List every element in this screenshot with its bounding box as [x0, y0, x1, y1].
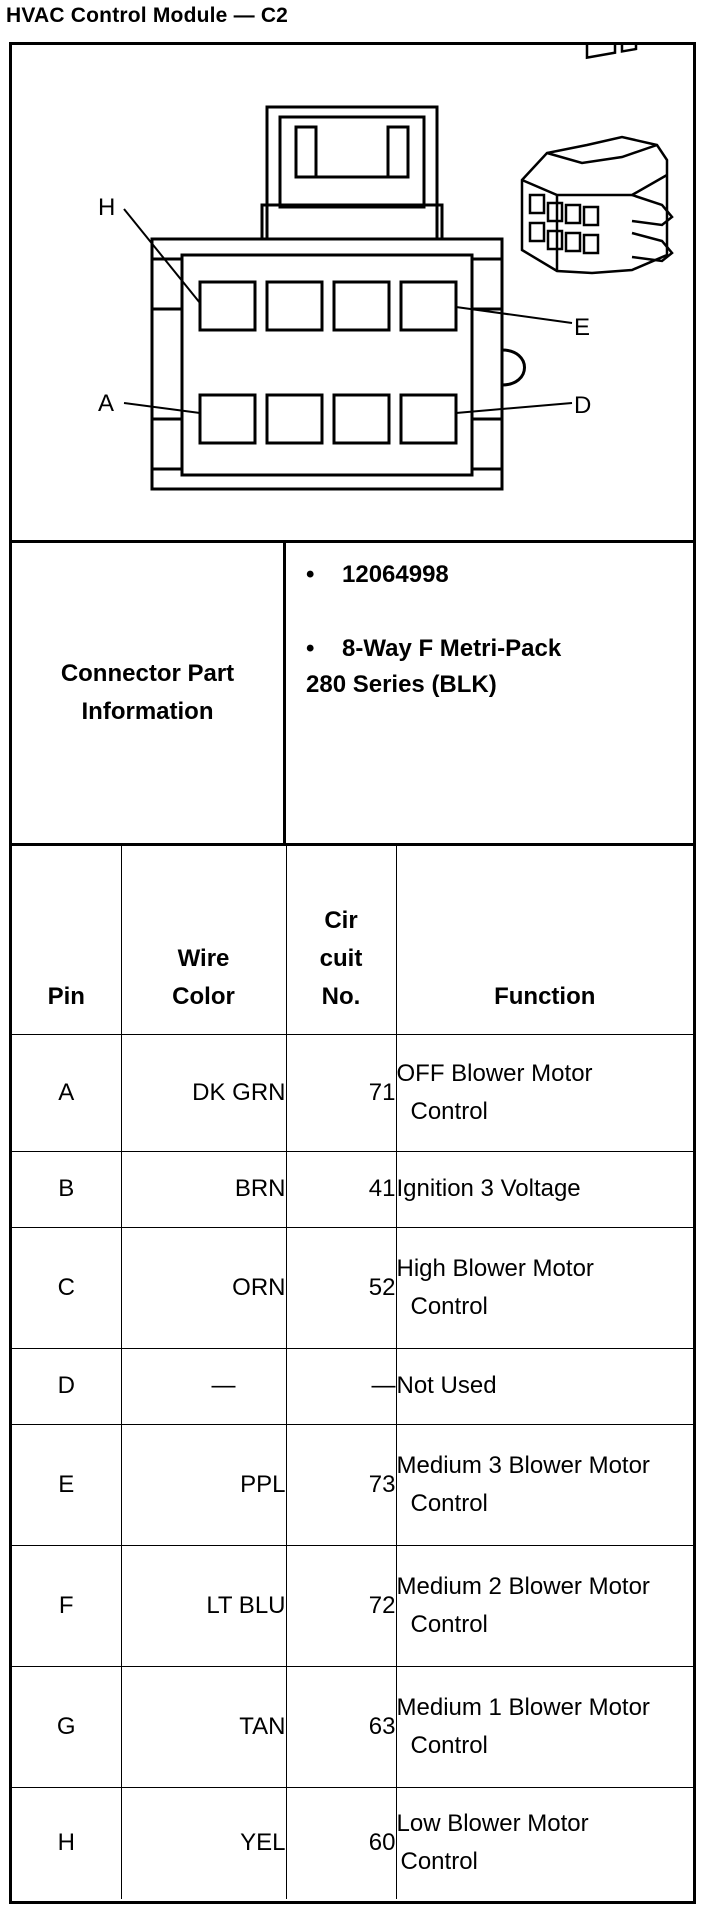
- pin-cell: G: [12, 1665, 122, 1788]
- wire-color-cell: ORN: [120, 1226, 287, 1349]
- pin-cell: D: [12, 1347, 122, 1425]
- pin-cell: E: [12, 1423, 122, 1546]
- function-cell: Ignition 3 Voltage: [395, 1150, 693, 1228]
- function-line2: Control: [410, 1489, 488, 1517]
- connector-face-diagram: H E A D: [98, 45, 674, 491]
- key-notch: [501, 348, 526, 387]
- pin-label-e: E: [574, 314, 590, 341]
- connector-part-information: Connector Part Information • 12064998 • 8-…: [12, 543, 693, 846]
- function-line1: Medium 3 Blower Motor: [396, 1451, 650, 1479]
- wire-color-cell: —: [120, 1347, 287, 1425]
- description-line2: 280 Series (BLK): [306, 671, 497, 698]
- circuit-cell: 63: [285, 1665, 397, 1788]
- pin-cell: F: [12, 1544, 122, 1667]
- header-circuit-line2: cuit: [319, 944, 363, 972]
- pin-table-header: Pin Wire Color Cir cuit No. Function: [12, 846, 693, 1035]
- circuit-cell: 41: [285, 1150, 397, 1228]
- latch-outer: [265, 105, 439, 241]
- wire-color-cell: DK GRN: [120, 1033, 287, 1152]
- pin-cell: C: [12, 1226, 122, 1349]
- function-line1: Ignition 3 Voltage: [396, 1175, 581, 1202]
- header-pin: Pin: [12, 846, 122, 1035]
- wire-color-cell: LT BLU: [120, 1544, 287, 1667]
- header-wire-color-line2: Color: [172, 982, 235, 1010]
- terminal-g: [265, 280, 324, 332]
- connector-info-label-line2: Information: [81, 698, 214, 725]
- circuit-cell: —: [285, 1347, 397, 1425]
- terminal-f: [332, 280, 391, 332]
- header-wire-color: Wire Color: [120, 846, 287, 1035]
- part-number: 12064998: [342, 561, 449, 588]
- connector-body: [150, 237, 504, 491]
- connector-info-label: Connector Part Information: [12, 543, 286, 843]
- circuit-cell: 72: [285, 1544, 397, 1667]
- table-row: B BRN 41 Ignition 3 Voltage: [12, 1150, 693, 1228]
- bullet: •: [306, 561, 315, 588]
- connector-info-values: • 12064998 • 8-Way F Metri-Pack 280 Series…: [286, 543, 693, 843]
- terminal-e: [399, 280, 458, 332]
- connector-cavity-frame: [180, 253, 474, 477]
- pin-label-a: A: [98, 390, 114, 417]
- terminal-c: [332, 393, 391, 445]
- circuit-cell: 71: [285, 1033, 397, 1152]
- latch-inner: [278, 115, 426, 209]
- wire-color-cell: TAN: [120, 1665, 287, 1788]
- table-row: D — — Not Used: [12, 1347, 693, 1425]
- wire-color-cell: PPL: [120, 1423, 287, 1546]
- part-number-row: • 12064998: [306, 561, 449, 589]
- pin-label-d: D: [574, 392, 591, 419]
- header-function: Function: [395, 846, 693, 1035]
- function-line1: Medium 2 Blower Motor: [396, 1572, 650, 1600]
- function-line1: OFF Blower Motor: [396, 1059, 593, 1087]
- function-line2: Control: [410, 1731, 488, 1759]
- terminal-b: [265, 393, 324, 445]
- wire-color-cell: BRN: [120, 1150, 287, 1228]
- function-line1: High Blower Motor: [396, 1254, 594, 1282]
- circuit-cell: 73: [285, 1423, 397, 1546]
- circuit-cell: 60: [285, 1786, 397, 1899]
- function-cell: Not Used: [395, 1347, 693, 1425]
- header-circuit-no: Cir cuit No.: [285, 846, 397, 1035]
- connector-figure: H E A D: [12, 45, 693, 543]
- function-line2: Control: [410, 1610, 488, 1638]
- function-line2: Control: [410, 1292, 488, 1320]
- function-line2: Control: [400, 1848, 478, 1876]
- pin-cell: A: [12, 1033, 122, 1152]
- description-row: • 8-Way F Metri-Pack: [306, 635, 561, 663]
- pin-cell: B: [12, 1150, 122, 1228]
- terminal-h: [198, 280, 257, 332]
- page-title: HVAC Control Module — C2: [6, 4, 289, 27]
- pin-label-h: H: [98, 194, 115, 221]
- function-line1: Not Used: [396, 1372, 497, 1399]
- header-circuit-line1: Cir: [324, 906, 358, 934]
- header-circuit-line3: No.: [321, 982, 361, 1010]
- terminal-a: [198, 393, 257, 445]
- pin-cell: H: [12, 1786, 122, 1899]
- circuit-cell: 52: [285, 1226, 397, 1349]
- header-wire-color-line1: Wire: [177, 944, 230, 972]
- function-line1: Low Blower Motor: [396, 1810, 589, 1838]
- connector-sheet: H E A D: [9, 42, 696, 1904]
- function-line2: Control: [410, 1097, 488, 1125]
- bullet: •: [306, 635, 315, 662]
- wire-color-cell: YEL: [120, 1786, 287, 1899]
- function-line1: Medium 1 Blower Motor: [396, 1693, 650, 1721]
- connector-info-label-line1: Connector Part: [60, 660, 235, 687]
- terminal-d: [399, 393, 458, 445]
- pin-table: Pin Wire Color Cir cuit No. Function A D…: [12, 846, 693, 1899]
- description-line1: 8-Way F Metri-Pack: [342, 635, 562, 662]
- connector-isometric-illustration: [520, 45, 674, 275]
